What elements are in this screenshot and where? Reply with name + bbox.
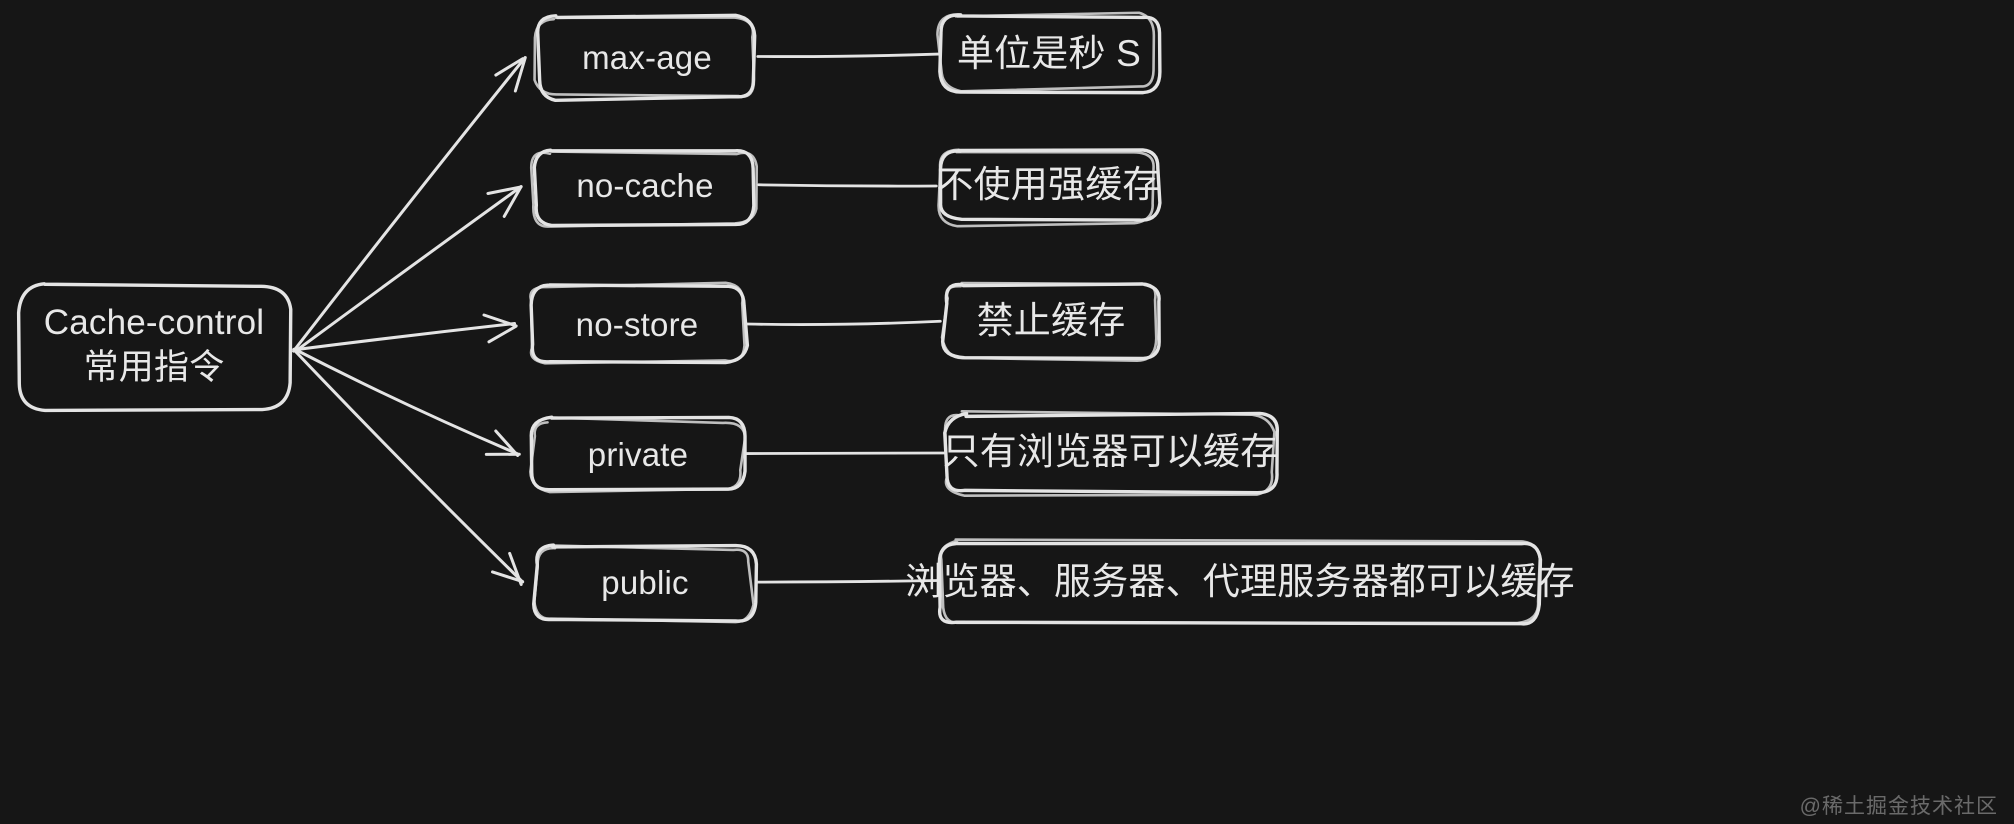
arrowhead-no-cache <box>502 185 523 218</box>
detail-node-shape-max-age-detail <box>936 11 1156 93</box>
connector-private-to-detail <box>743 451 946 455</box>
connector-no-cache-to-detail <box>757 183 938 188</box>
branch-node-shape-no-store <box>529 283 750 365</box>
arrowhead-max-age <box>513 56 527 93</box>
branch-node-shape-no-cache <box>532 148 756 228</box>
connector-max-age-to-detail <box>756 52 941 58</box>
connector-root-to-max-age <box>292 56 527 353</box>
branch-node-shape-private <box>529 416 747 494</box>
arrowhead-public <box>508 551 523 586</box>
detail-node-shape-private-detail <box>943 411 1279 495</box>
connector-root-to-private <box>292 347 519 456</box>
branch-node-shape-no-store <box>529 281 746 365</box>
detail-node-shape-no-store-detail <box>940 281 1158 363</box>
connector-root-to-public <box>292 347 525 584</box>
detail-node-shape-max-age-detail <box>938 13 1162 95</box>
connector-public-to-detail <box>754 579 941 584</box>
branch-node-shape-public <box>532 543 759 623</box>
detail-node-shape-no-cache-detail <box>938 148 1162 222</box>
detail-node-shape-public-detail <box>939 538 1542 625</box>
detail-node-shape-private-detail <box>943 410 1276 497</box>
arrowhead-no-store <box>482 313 518 328</box>
connector-root-to-no-cache <box>294 185 523 353</box>
branch-node-shape-private <box>529 415 747 492</box>
arrowhead-max-age <box>494 57 525 77</box>
detail-node-shape-public-detail <box>937 541 1543 626</box>
connector-no-store-to-detail <box>745 319 942 326</box>
detail-node-shape-no-store-detail <box>940 282 1161 361</box>
watermark: @稀土掘金技术社区 <box>1799 795 1998 818</box>
arrowhead-no-store <box>487 324 518 344</box>
arrowhead-no-cache <box>486 185 523 195</box>
connector-root-to-no-store <box>292 321 517 352</box>
branch-node-shape-no-cache <box>529 150 759 228</box>
arrowhead-private <box>494 429 520 457</box>
detail-node-shape-no-cache-detail <box>937 148 1155 228</box>
arrowhead-public <box>490 570 525 584</box>
branch-node-shape-max-age <box>533 16 756 98</box>
root-node-shape <box>16 282 293 413</box>
branch-node-shape-public <box>533 544 755 624</box>
branch-node-shape-max-age <box>536 13 757 103</box>
